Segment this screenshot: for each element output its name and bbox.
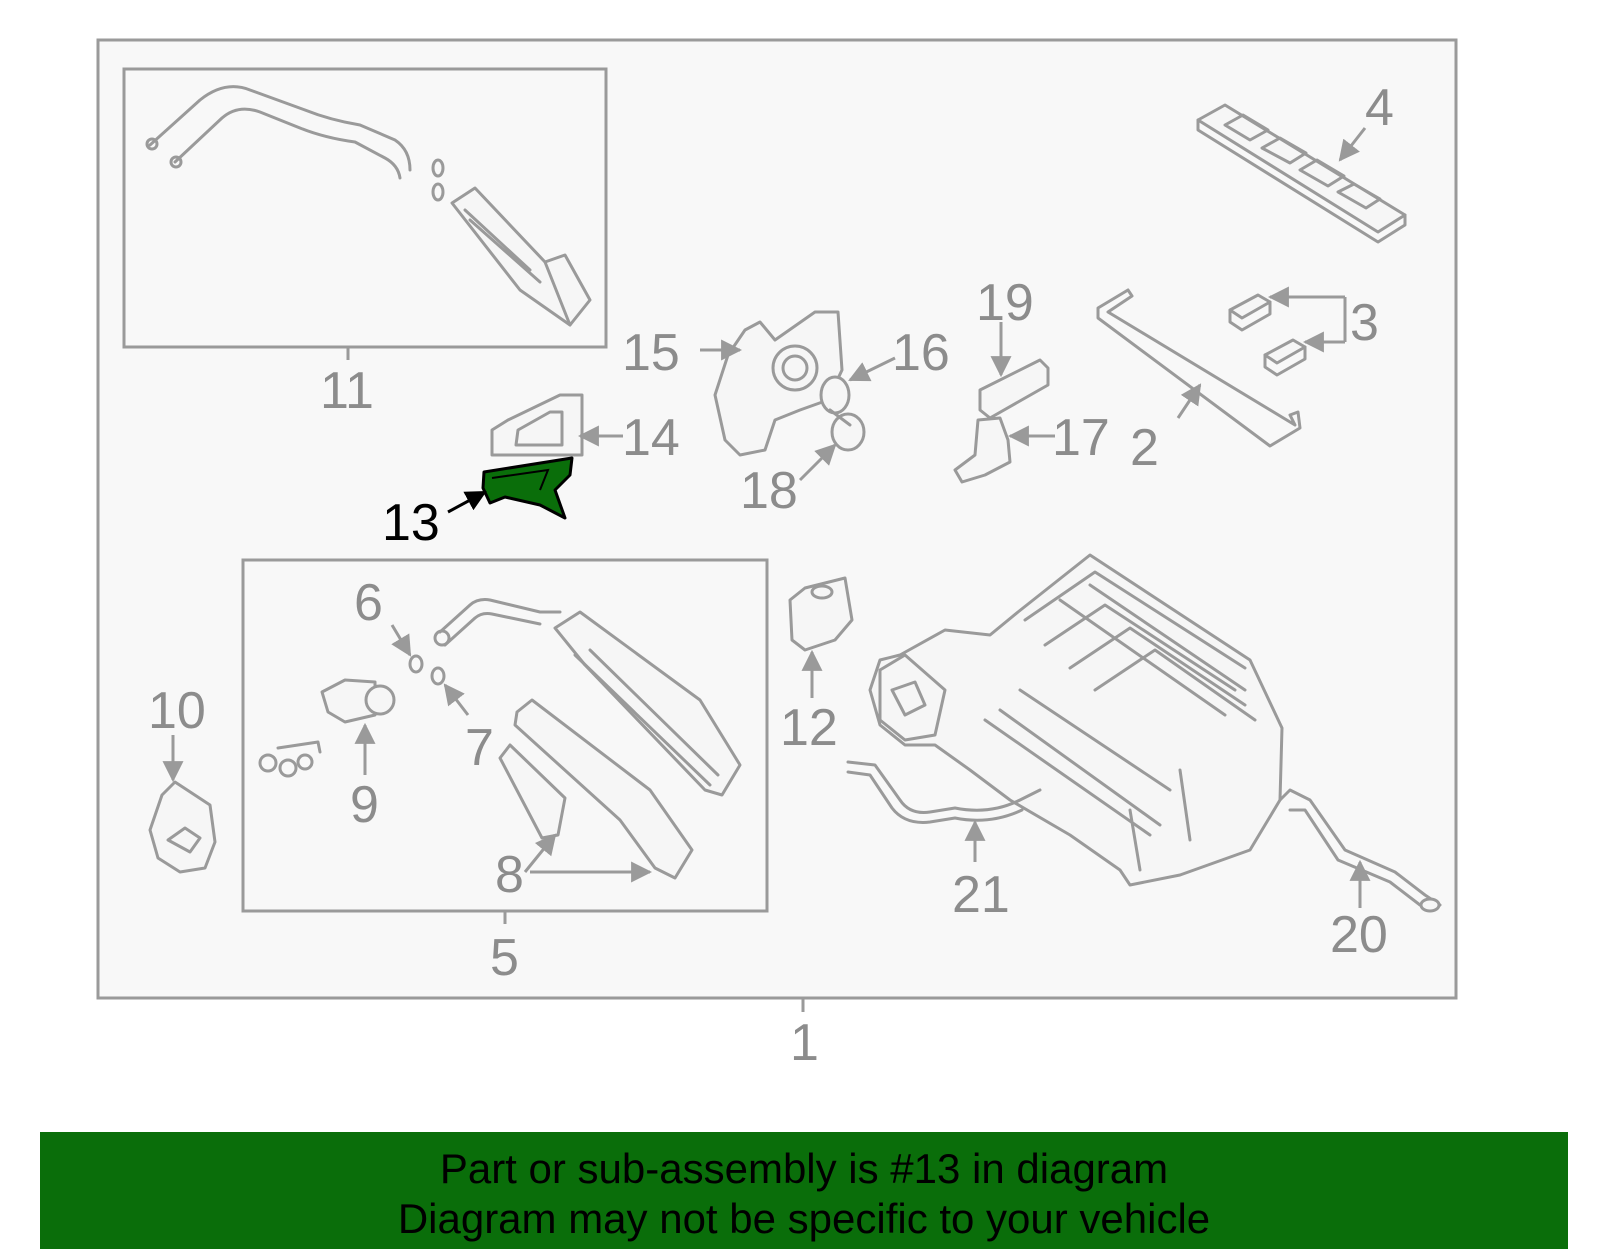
sensor-19	[978, 358, 1050, 420]
duct-14	[490, 393, 584, 457]
label-14: 14	[622, 409, 680, 467]
label-15: 15	[622, 324, 680, 382]
bracket-10	[148, 780, 217, 874]
label-9: 9	[350, 776, 379, 834]
label-12: 12	[780, 699, 838, 757]
label-16: 16	[892, 324, 950, 382]
filter-seal	[1096, 288, 1302, 448]
subassembly-box-11	[122, 67, 608, 349]
expansion-valve-9	[320, 678, 396, 724]
blend-door-actuator	[713, 310, 866, 457]
label-5: 5	[490, 929, 519, 987]
label-7: 7	[465, 719, 494, 777]
label-11: 11	[320, 362, 374, 420]
label-3: 3	[1350, 294, 1379, 352]
filter-clips	[1228, 293, 1307, 377]
label-2: 2	[1130, 419, 1159, 477]
label-19: 19	[976, 274, 1034, 332]
o-rings-6-7	[408, 654, 446, 686]
evaporator-core	[553, 610, 742, 797]
bracket-17	[953, 416, 1012, 484]
hose-20	[1278, 788, 1442, 913]
label-10: 10	[148, 682, 206, 740]
label-1: 1	[790, 1014, 819, 1072]
label-21: 21	[952, 866, 1010, 924]
label-6: 6	[354, 574, 383, 632]
banner-line-2: Diagram may not be specific to your vehi…	[397, 1195, 1211, 1242]
sensor-bracket-12	[788, 576, 854, 652]
info-banner: Part or sub-assembly is #13 in diagram D…	[40, 1132, 1568, 1249]
label-4: 4	[1365, 79, 1394, 137]
label-13[interactable]: 13	[382, 494, 440, 552]
cabin-air-filter	[1196, 103, 1407, 244]
banner-line-1: Part or sub-assembly is #13 in diagram	[439, 1145, 1169, 1192]
heater-core-pipes	[145, 85, 445, 202]
evaporator-seals-8	[498, 698, 694, 880]
evaporator-pipe	[433, 598, 562, 647]
label-8: 8	[495, 846, 524, 904]
drain-hose-21	[846, 760, 1042, 824]
label-20: 20	[1330, 906, 1388, 964]
hvac-housing	[868, 553, 1284, 887]
label-18: 18	[740, 462, 798, 520]
heater-core	[450, 186, 592, 327]
bolts	[258, 740, 322, 778]
label-17: 17	[1052, 409, 1110, 467]
